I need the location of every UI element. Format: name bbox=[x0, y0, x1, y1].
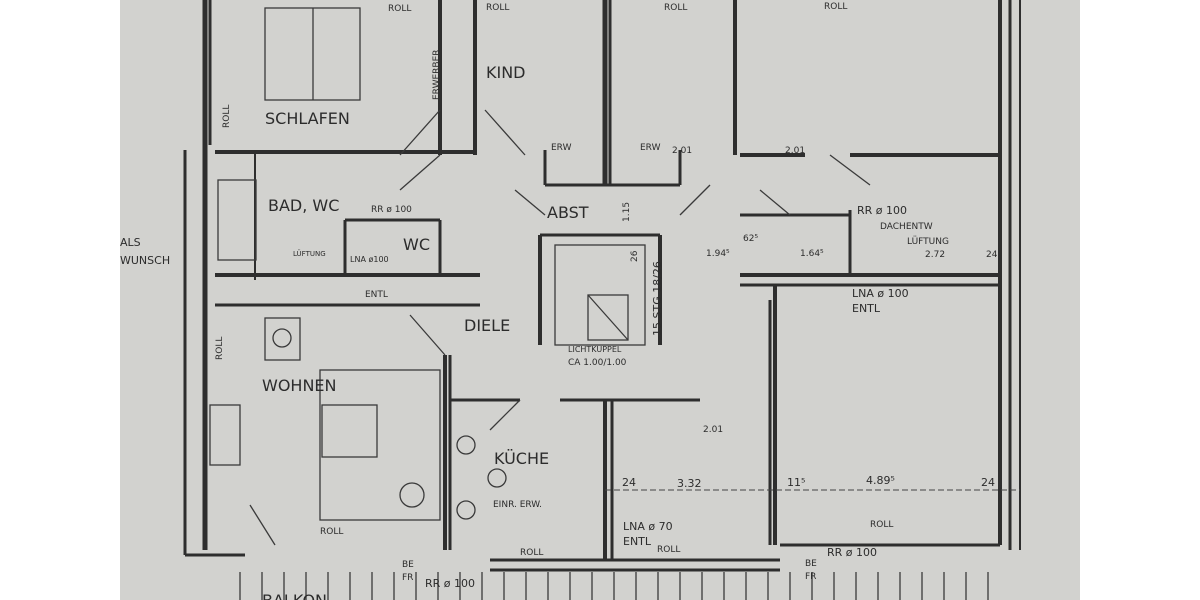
label-rr100: RR ø 100 bbox=[827, 546, 877, 559]
door-swing bbox=[484, 109, 526, 156]
label-roll: ROLL bbox=[388, 4, 411, 14]
stove-burner bbox=[456, 500, 476, 520]
fixtures bbox=[209, 7, 1020, 600]
room-kind: KIND bbox=[486, 63, 526, 82]
door-swing bbox=[829, 154, 871, 186]
dim-2-01: 2.01 bbox=[672, 146, 692, 156]
coffee-table bbox=[321, 404, 378, 458]
dim-2-72: 2.72 bbox=[925, 250, 945, 260]
door-swing bbox=[759, 189, 791, 216]
dim-24: 24 bbox=[981, 476, 995, 489]
label-fr: FR bbox=[402, 573, 413, 583]
stove-burner bbox=[487, 468, 507, 488]
label-rr100: RR ø 100 bbox=[857, 204, 907, 217]
dim-4-89-5: 4.89⁵ bbox=[866, 474, 895, 487]
room-schlafen: SCHLAFEN bbox=[265, 109, 350, 128]
door-swing bbox=[399, 154, 441, 191]
dim-24: 24 bbox=[986, 250, 998, 260]
desk bbox=[209, 404, 241, 466]
label-dachentw: DACHENTW bbox=[880, 222, 933, 232]
label-entl: ENTL bbox=[623, 535, 652, 548]
dim-24: 24 bbox=[622, 476, 636, 489]
door-swing bbox=[399, 109, 441, 156]
label-stairs: 15 STG 18/26 bbox=[651, 261, 664, 336]
door-swing bbox=[679, 184, 711, 216]
label-be: BE bbox=[402, 560, 414, 570]
label-roll: ROLL bbox=[664, 3, 687, 13]
label-rr100: RR ø 100 bbox=[425, 577, 475, 590]
room-wohnen: WOHNEN bbox=[262, 376, 337, 395]
label-lichtkuppel-size: CA 1.00/1.00 bbox=[568, 358, 627, 368]
label-wunsch: WUNSCH bbox=[120, 254, 170, 267]
dim-26: 26 bbox=[630, 250, 640, 262]
room-balkon: BALKON bbox=[262, 591, 327, 600]
label-roll: ROLL bbox=[870, 520, 893, 530]
label-fr: FR bbox=[805, 572, 816, 582]
stove-burner bbox=[456, 435, 476, 455]
dining-table bbox=[264, 317, 301, 361]
label-lna100: LNA ø100 bbox=[350, 255, 389, 264]
label-roll: ROLL bbox=[520, 548, 543, 558]
dim-2-01: 2.01 bbox=[703, 425, 723, 435]
stairs bbox=[587, 294, 629, 341]
label-erwerber: ERWERBER bbox=[432, 49, 442, 100]
label-lueftung: LÜFTUNG bbox=[907, 236, 949, 247]
stairs-diagonal bbox=[587, 294, 629, 341]
room-wc: WC bbox=[403, 235, 430, 254]
room-kueche: KÜCHE bbox=[494, 449, 549, 468]
dim-11-5: 11⁵ bbox=[787, 476, 805, 489]
table-centerpiece bbox=[272, 328, 292, 348]
dim-2-01: 2.01 bbox=[785, 146, 805, 156]
room-abst: ABST bbox=[547, 203, 589, 222]
label-roll: ROLL bbox=[320, 527, 343, 537]
paper bbox=[120, 0, 1080, 600]
door-swing bbox=[489, 399, 521, 431]
label-roll: ROLL bbox=[824, 2, 847, 12]
label-lna70: LNA ø 70 bbox=[623, 520, 673, 533]
label-lichtkuppel: LICHTKUPPEL bbox=[568, 345, 622, 354]
label-entl: ENTL bbox=[365, 290, 388, 300]
label-be: BE bbox=[805, 559, 817, 569]
label-roll: ROLL bbox=[215, 337, 225, 360]
label-einr-erw: EINR. ERW. bbox=[493, 500, 542, 510]
label-erw: ERW bbox=[551, 143, 572, 153]
dim-62-5: 62⁵ bbox=[743, 234, 758, 244]
bathtub bbox=[217, 179, 257, 261]
label-als: ALS bbox=[120, 236, 141, 249]
balcony-railing bbox=[239, 572, 989, 600]
sofa bbox=[319, 369, 441, 521]
dim-1-64-5: 1.64⁵ bbox=[800, 249, 824, 259]
label-roll: ROLL bbox=[657, 545, 680, 555]
label-roll: ROLL bbox=[222, 105, 232, 128]
label-lna100: LNA ø 100 bbox=[852, 287, 909, 300]
skylight-outline bbox=[554, 244, 646, 346]
door-swing bbox=[514, 189, 546, 216]
label-rr100: RR ø 100 bbox=[371, 205, 412, 215]
label-entl: ENTL bbox=[852, 302, 881, 315]
label-roll: ROLL bbox=[486, 3, 509, 13]
room-diele: DIELE bbox=[464, 316, 510, 335]
door-swing bbox=[249, 504, 276, 546]
dim-1-15: 1.15 bbox=[622, 202, 632, 222]
room-bad-wc: BAD, WC bbox=[268, 196, 339, 215]
side-table bbox=[399, 482, 425, 508]
label-lueftung: LÜFTUNG bbox=[293, 249, 326, 258]
dim-3-32: 3.32 bbox=[677, 477, 702, 490]
dim-1-94-5: 1.94⁵ bbox=[706, 249, 730, 259]
label-erw: ERW bbox=[640, 143, 661, 153]
walls bbox=[183, 0, 1021, 572]
door-swing bbox=[409, 314, 446, 356]
